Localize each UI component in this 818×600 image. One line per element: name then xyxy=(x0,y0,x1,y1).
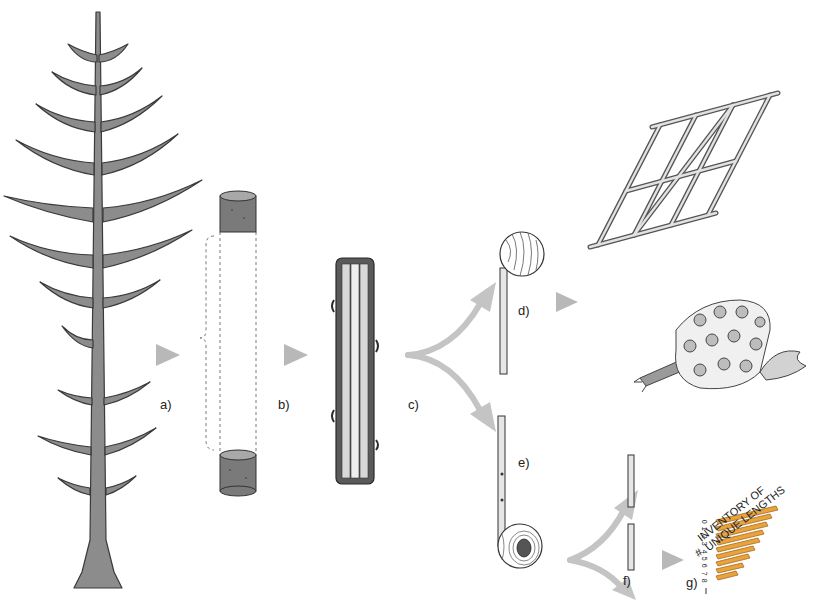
sawn-log xyxy=(332,258,378,484)
axis-tick-number: 4 xyxy=(700,549,707,553)
step-letter: e) xyxy=(518,456,530,470)
wood-chipper xyxy=(634,300,806,392)
axis-tick-number: 0 xyxy=(700,520,707,524)
step-letter: g) xyxy=(686,576,698,590)
branch-arrow xyxy=(408,304,624,588)
board xyxy=(500,232,544,374)
chart-title: INVENTORY OF UNIQUE LENGTHS xyxy=(696,468,795,553)
board xyxy=(498,416,542,568)
step-letter: a) xyxy=(160,398,172,412)
axis-tick-number: 2 xyxy=(700,535,707,539)
axis-tick xyxy=(706,588,707,594)
arrow-head xyxy=(470,282,638,600)
step-letter: c) xyxy=(408,398,419,412)
process-arrow xyxy=(156,292,684,570)
step-letter: d) xyxy=(518,304,530,318)
axis-tick-number: 5 xyxy=(700,557,707,561)
board-piece xyxy=(628,455,634,570)
wall-frame xyxy=(590,93,778,247)
step-letter: f) xyxy=(623,574,631,588)
axis-tick-number: 1 xyxy=(700,527,707,531)
axis-tick-number: 3 xyxy=(700,542,707,546)
axis-tick-number: 6 xyxy=(700,564,707,568)
axis-tick-number: 8 xyxy=(700,579,707,583)
step-letter: b) xyxy=(278,398,290,412)
log xyxy=(200,191,256,496)
axis-tick-number: 7 xyxy=(700,572,707,576)
tree xyxy=(4,12,202,588)
